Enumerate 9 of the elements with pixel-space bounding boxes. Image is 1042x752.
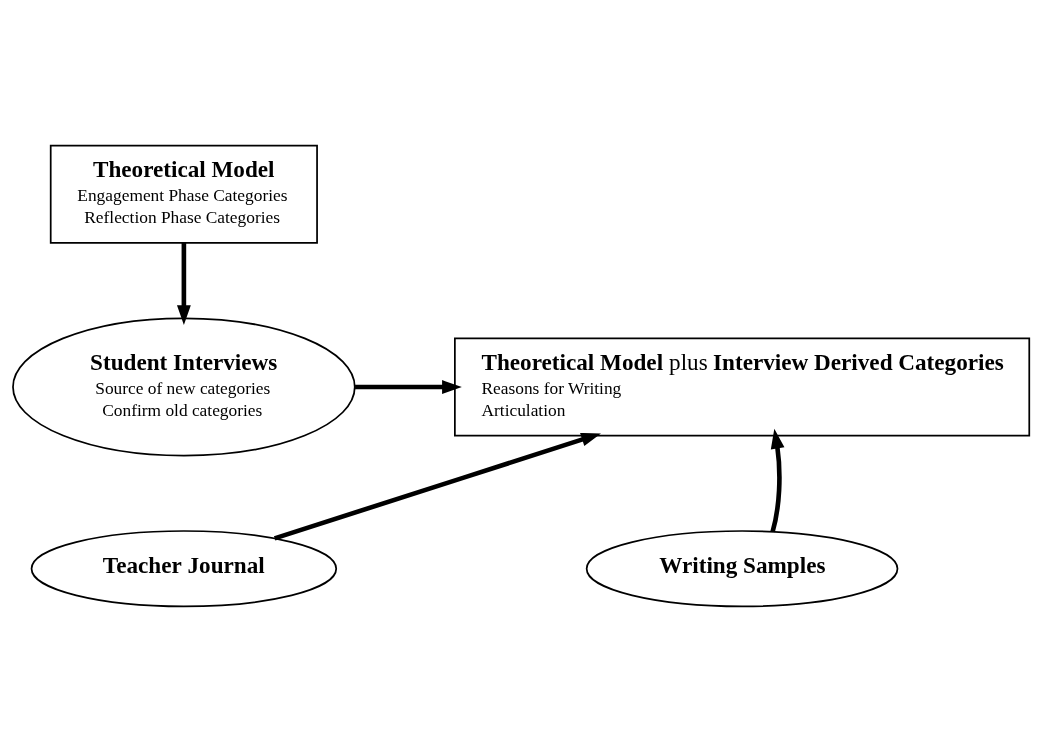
arrow [273, 432, 601, 541]
arrow [176, 243, 191, 326]
node-ellipse: Writing Samples [585, 530, 899, 608]
node-box: Theoretical Model Engagement Phase Categories Reflection Phase Categories [49, 144, 318, 244]
arrow [355, 380, 462, 394]
node-box: Theoretical Model plus Interview Derived Categories Reasons for Writing Articulation [454, 337, 1031, 437]
node-ellipse: Teacher Journal [30, 530, 338, 608]
node-ellipse: Student Interviews Source of new categories Confirm old categories [12, 317, 356, 457]
arrow [770, 428, 785, 533]
